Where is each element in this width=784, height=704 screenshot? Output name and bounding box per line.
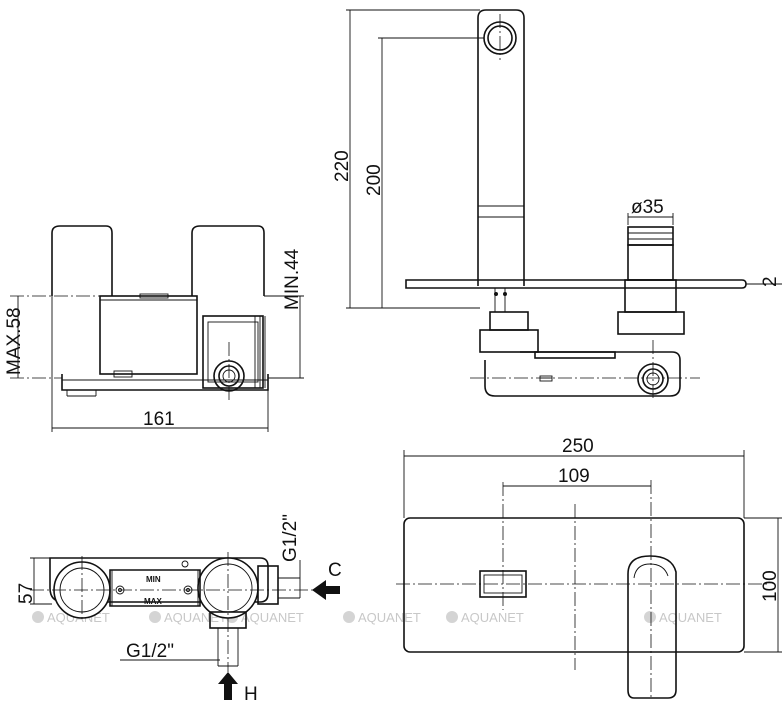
inlet-c-label: C — [328, 560, 342, 581]
arrow-h-icon — [218, 672, 238, 700]
thread-bottom-label: G1/2" — [126, 641, 174, 662]
side-fitting — [202, 315, 264, 389]
svg-text:AQUANET: AQUANET — [461, 610, 524, 625]
watermark-6: AQUANET — [644, 610, 722, 625]
handle-cap — [627, 226, 674, 246]
top-outline — [49, 557, 269, 603]
arrow-c-icon — [312, 580, 340, 600]
side-box — [99, 295, 198, 375]
height-200-label: 200 — [364, 164, 385, 196]
plate-view: 250 109 100 — [396, 436, 782, 700]
wall-plate — [403, 517, 745, 653]
plate-lever-handle — [627, 555, 677, 699]
handle-stem — [627, 244, 674, 281]
side-view: MIN.44 MAX.58 161 — [4, 225, 304, 432]
min-depth-label: MIN.44 — [282, 248, 303, 310]
svg-text:AQUANET: AQUANET — [241, 610, 304, 625]
spout-body — [477, 9, 525, 286]
height-220-label: 220 — [332, 150, 353, 182]
front-view: ø35 220 200 2 — [332, 9, 782, 400]
top-view: MIN MAX 57 G1/2" G1/2" C H — [16, 514, 342, 704]
side-width-label: 161 — [143, 409, 175, 430]
side-body-right — [191, 225, 265, 296]
watermark-4: AQUANET — [343, 610, 421, 625]
svg-text:AQUANET: AQUANET — [659, 610, 722, 625]
watermark-5: AQUANET — [446, 610, 524, 625]
watermarks: AQUANET AQUANET AQUANET AQUANET AQUANET … — [32, 610, 722, 625]
svg-text:AQUANET: AQUANET — [358, 610, 421, 625]
diameter-label: ø35 — [631, 197, 664, 218]
front-lower-body — [484, 351, 681, 397]
min-mark: MIN — [146, 575, 161, 584]
cut-label: 2 — [760, 276, 781, 287]
top-depth-label: 57 — [16, 583, 37, 604]
max-depth-label: MAX.58 — [4, 307, 25, 375]
plate-width-label: 250 — [562, 436, 594, 457]
cover-plate — [405, 279, 747, 289]
thread-top-label: G1/2" — [280, 514, 301, 562]
side-body-left — [51, 225, 113, 296]
max-mark: MAX — [144, 597, 162, 606]
spacing-label: 109 — [558, 466, 590, 487]
plate-height-label: 100 — [760, 570, 781, 602]
inlet-h-label: H — [244, 684, 258, 704]
side-base — [61, 374, 269, 391]
